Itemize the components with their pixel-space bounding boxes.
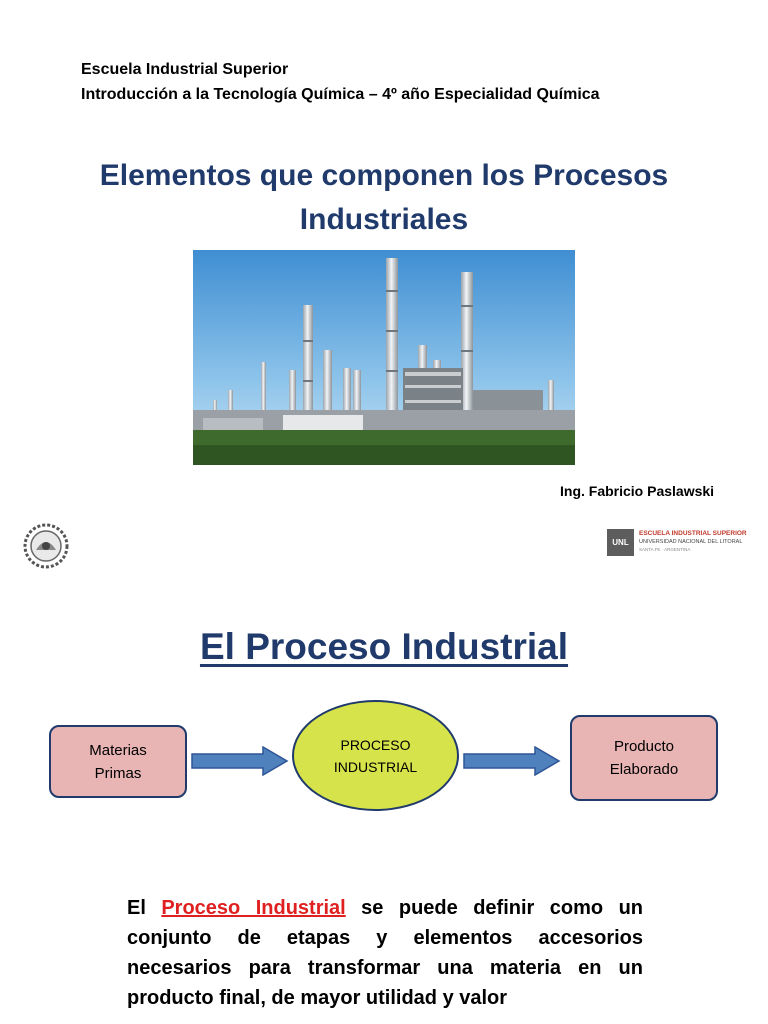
definition-text: se puede definir como un conjunto de eta…: [127, 897, 643, 1009]
unl-logo-line-1: ESCUELA INDUSTRIAL SUPERIOR: [639, 530, 747, 537]
raw-materials-box: Materias Primas: [49, 725, 187, 798]
arrow-right-icon: [463, 745, 561, 777]
unl-logo-line-3: SANTA FE · ARGENTINA: [639, 547, 691, 552]
process-line-1: PROCESO: [340, 736, 411, 753]
definition-highlight: Proceso Industrial: [161, 897, 346, 919]
industrial-process-ellipse: PROCESO INDUSTRIAL: [292, 700, 459, 811]
school-name: Escuela Industrial Superior: [81, 61, 289, 78]
cover-title: Elementos que componen los Procesos Indu…: [0, 154, 768, 242]
course-name: Introducción a la Tecnología Química – 4…: [81, 86, 600, 103]
unl-logo: UNL ESCUELA INDUSTRIAL SUPERIOR UNIVERSI…: [607, 527, 747, 557]
refinery-photo: [193, 250, 575, 465]
author-name: Ing. Fabricio Paslawski: [560, 483, 715, 499]
raw-materials-line-2: Primas: [94, 764, 142, 782]
product-line-2: Elaborado: [609, 761, 679, 778]
school-seal-logo: [22, 522, 70, 570]
slide-title: El Proceso Industrial: [199, 626, 569, 667]
definition-paragraph: El Proceso Industrial se puede definir c…: [127, 893, 643, 1013]
process-line-2: INDUSTRIAL: [333, 758, 418, 775]
product-line-1: Producto: [613, 738, 675, 755]
unl-badge: UNL: [607, 528, 634, 556]
finished-product-box: Producto Elaborado: [570, 715, 718, 801]
unl-logo-text: ESCUELA INDUSTRIAL SUPERIOR UNIVERSIDAD …: [639, 530, 747, 554]
definition-prefix: El: [127, 897, 162, 919]
arrow-right-icon: [191, 745, 289, 777]
raw-materials-line-1: Materias: [89, 741, 147, 759]
cover-title-line-1: Elementos que componen los Procesos: [99, 159, 669, 192]
unl-logo-line-2: UNIVERSIDAD NACIONAL DEL LITORAL: [639, 539, 743, 545]
cover-title-line-2: Industriales: [299, 203, 469, 236]
